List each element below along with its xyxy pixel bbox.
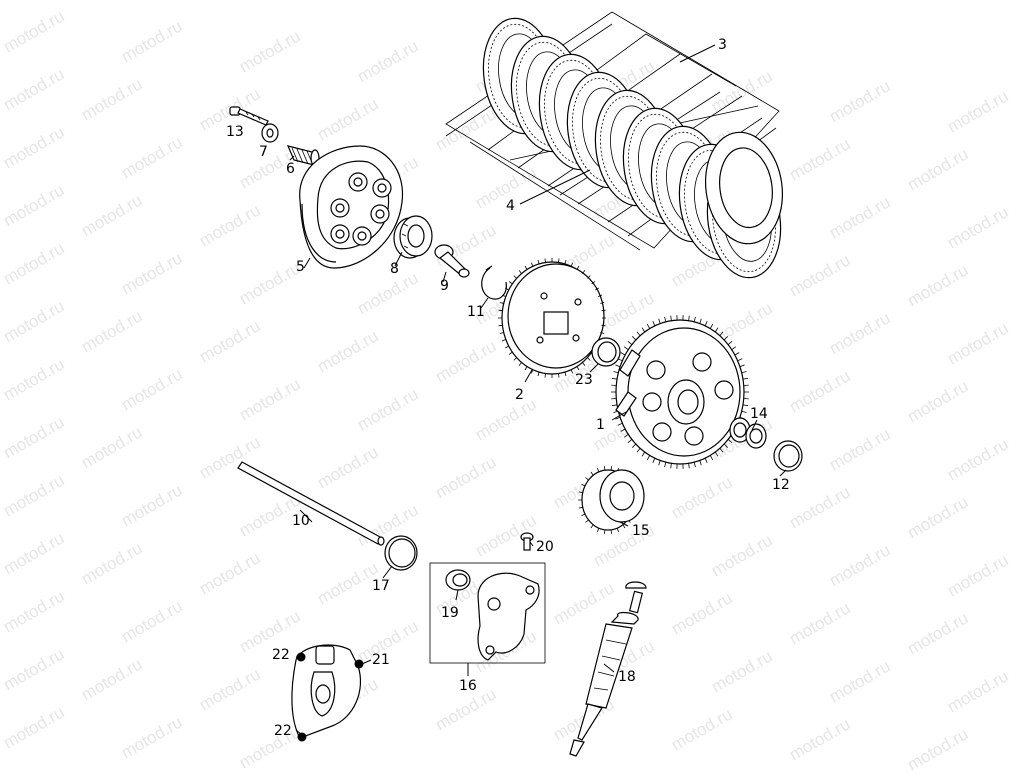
slave-cylinder-part-16 (429, 562, 546, 664)
callout-19: 19 (441, 605, 459, 621)
pushrod-part-10 (237, 461, 385, 546)
callout-9: 9 (440, 278, 449, 294)
callout-22b: 22 (274, 723, 292, 739)
pusher-part-9 (434, 244, 470, 278)
bolt-part-20 (520, 532, 534, 551)
pressure-plate-part-5 (299, 145, 404, 269)
needle-bearing-part-14 (729, 417, 767, 449)
clutch-basket-gear-part-1 (611, 315, 749, 469)
callout-3: 3 (718, 37, 727, 53)
clutch-plate-pack (445, 11, 784, 279)
callout-2: 2 (515, 387, 524, 403)
callout-4: 4 (506, 198, 515, 214)
callout-15: 15 (632, 523, 650, 539)
callout-11: 11 (467, 304, 485, 320)
callout-1: 1 (596, 417, 605, 433)
o-ring-part-17 (384, 535, 418, 571)
syringe-part-18 (569, 581, 647, 757)
ring-part-23 (591, 337, 621, 367)
gear-part-15 (578, 466, 645, 534)
bearing-part-8 (393, 215, 433, 259)
clutch-hub-part-2 (498, 258, 606, 378)
cover-part-21 (291, 644, 364, 742)
callout-23: 23 (575, 372, 593, 388)
callout-20: 20 (536, 539, 554, 555)
callout-16: 16 (459, 678, 477, 694)
callout-14: 14 (750, 406, 768, 422)
callout-22a: 22 (272, 647, 290, 663)
callout-18: 18 (618, 669, 636, 685)
callout-labels: 1 2 3 4 5 6 7 8 9 10 11 12 13 14 15 16 1… (226, 37, 790, 739)
callout-10: 10 (292, 513, 310, 529)
washer-part-12 (773, 440, 803, 472)
callout-17: 17 (372, 578, 390, 594)
callout-13: 13 (226, 124, 244, 140)
circlip-part-11 (481, 265, 507, 300)
callout-8: 8 (390, 261, 399, 277)
callout-7: 7 (259, 144, 268, 160)
callout-21: 21 (372, 652, 390, 668)
leader-lines (289, 44, 787, 736)
bolt-part-13 (229, 106, 269, 126)
callout-12: 12 (772, 477, 790, 493)
washer-part-7 (261, 123, 279, 143)
callout-5: 5 (296, 259, 305, 275)
callout-6: 6 (286, 161, 295, 177)
